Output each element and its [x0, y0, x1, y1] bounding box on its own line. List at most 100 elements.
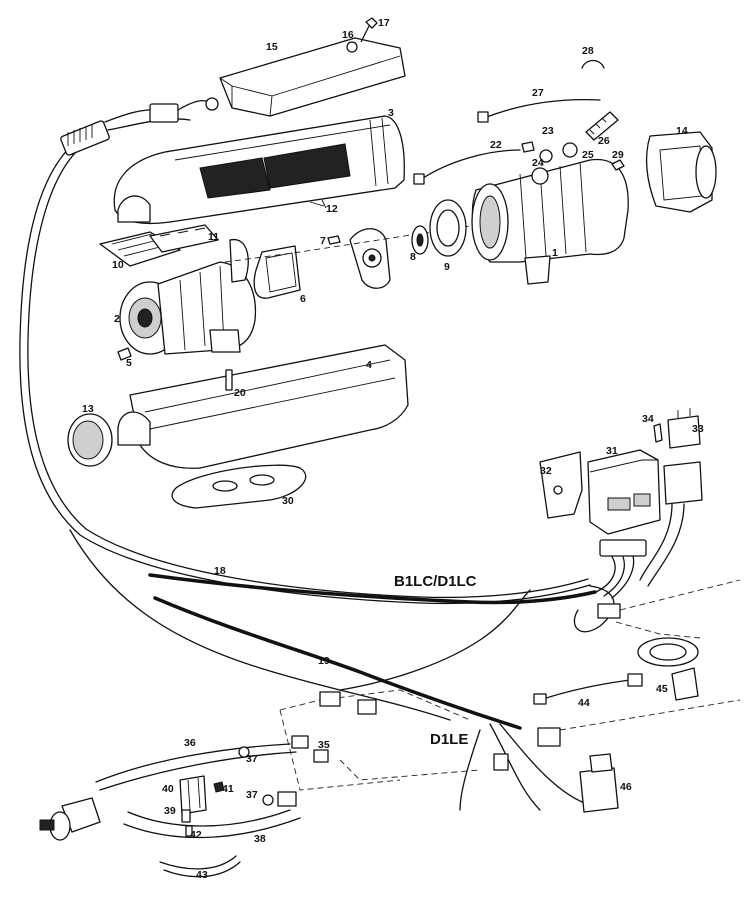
part-39-terminal — [181, 809, 191, 823]
label-part-46: 46 — [620, 781, 632, 793]
label-part-45: 45 — [656, 683, 668, 695]
part-45-sensor-ring — [637, 637, 699, 701]
part-44-cable — [533, 673, 643, 705]
part-30-base-gasket — [171, 464, 307, 509]
switch-knob-left — [39, 797, 101, 841]
label-part-44: 44 — [578, 697, 590, 709]
label-part-13: 13 — [82, 403, 94, 415]
part-1-heat-exchanger — [471, 158, 629, 285]
part-11-circuit-board — [149, 224, 219, 253]
label-part-17: 17 — [378, 17, 390, 29]
part-36-cable — [95, 743, 291, 783]
label-part-7: 7 — [320, 235, 326, 247]
part-7-screw — [327, 235, 341, 245]
label-part-10: 10 — [112, 259, 124, 271]
part-26-glow-plug — [585, 111, 619, 141]
label-part-29: 29 — [612, 149, 624, 161]
part-27-connector — [477, 111, 489, 123]
leader-line-group-a — [279, 689, 471, 721]
label-part-36: 36 — [184, 737, 196, 749]
part-3-mounting-plate — [349, 228, 391, 289]
label-part-15: 15 — [266, 41, 278, 53]
d1le-harness-bundle — [459, 723, 601, 811]
part-6-gasket — [253, 245, 301, 299]
label-part-30: 30 — [282, 495, 294, 507]
part-22-plug — [413, 173, 425, 185]
label-part-19: 19 — [318, 655, 330, 667]
part-2-blower-motor — [119, 239, 257, 355]
part-4-lower-housing — [117, 344, 409, 469]
part-37-grommet-b — [262, 794, 274, 806]
part-24-nut — [539, 149, 553, 163]
label-part-11: 11 — [208, 231, 219, 243]
d1le-connector-left — [493, 753, 509, 771]
part-32-bracket — [539, 451, 583, 519]
label-part-38: 38 — [254, 833, 266, 845]
label-part-4: 4 — [366, 359, 372, 371]
part-16-washer — [346, 41, 358, 53]
part-37-grommet-a — [238, 746, 250, 758]
part-28-clamp — [581, 59, 605, 69]
label-part-34: 34 — [642, 413, 654, 425]
part-5-screw — [117, 347, 132, 361]
part-33-relay — [667, 408, 701, 449]
label-part-37-b: 37 — [246, 789, 258, 801]
relay-plug-harness — [595, 461, 703, 599]
part-35-connector-a — [319, 691, 341, 707]
part-9-gasket — [429, 199, 467, 257]
part-38-cable-b — [123, 817, 301, 839]
variant-label-b1lc-d1lc: B1LC/D1LC — [394, 573, 477, 590]
part-40-connector-housing — [179, 775, 207, 815]
part-25-washer — [562, 142, 578, 158]
harness-plug-top — [60, 97, 219, 156]
label-part-8: 8 — [410, 251, 416, 263]
part-34-fuse — [653, 423, 663, 443]
label-part-39: 39 — [164, 805, 176, 817]
part-35-connector-d — [313, 749, 329, 763]
label-part-24: 24 — [532, 157, 544, 169]
leader-line-group-c — [339, 759, 481, 781]
label-part-41: 41 — [222, 783, 234, 795]
label-part-1: 1 — [552, 247, 558, 259]
label-part-31: 31 — [606, 445, 618, 457]
label-part-14: 14 — [676, 125, 688, 137]
label-part-40: 40 — [162, 783, 174, 795]
variant-label-d1le: D1LE — [430, 731, 468, 748]
label-part-27: 27 — [532, 87, 544, 99]
part-13-inlet-grille — [67, 413, 113, 467]
assembly-axis-line — [224, 219, 511, 263]
part-35-connector-c — [291, 735, 309, 749]
d1le-connector-right — [537, 727, 561, 747]
label-part-5: 5 — [126, 357, 132, 369]
part-43-cable — [163, 861, 241, 878]
label-part-6: 6 — [300, 293, 306, 305]
part-3-upper-housing — [113, 115, 405, 225]
part-14-exhaust-hood — [646, 131, 717, 213]
part-36-cable-b — [99, 751, 297, 791]
part-38-cable — [127, 809, 291, 827]
cable-lower-loop — [69, 529, 451, 721]
main-harness-cable-b — [27, 145, 589, 599]
part-20-pin — [225, 369, 233, 391]
part-17-screw — [360, 17, 378, 43]
part-46-relay — [579, 753, 619, 813]
label-part-37-a: 37 — [246, 753, 258, 765]
part-22-wire — [419, 149, 521, 181]
cable-18 — [148, 573, 597, 605]
leader-line-group-b — [279, 709, 401, 791]
part-6-gasket-inner — [265, 252, 297, 293]
harness-connector-right — [597, 603, 621, 619]
part-38-plug — [277, 791, 297, 807]
label-part-2: 2 — [114, 313, 120, 325]
right-harness-loop — [573, 585, 615, 633]
label-part-9: 9 — [444, 261, 450, 273]
label-part-22: 22 — [490, 139, 502, 151]
part-35-connector-b — [357, 699, 377, 715]
part-41-clip — [213, 781, 225, 793]
part-29-clip — [611, 159, 625, 171]
part-12-screw — [309, 199, 327, 209]
part-23-clip — [521, 141, 535, 153]
label-part-12: 12 — [326, 203, 338, 215]
label-part-33: 33 — [692, 423, 704, 435]
